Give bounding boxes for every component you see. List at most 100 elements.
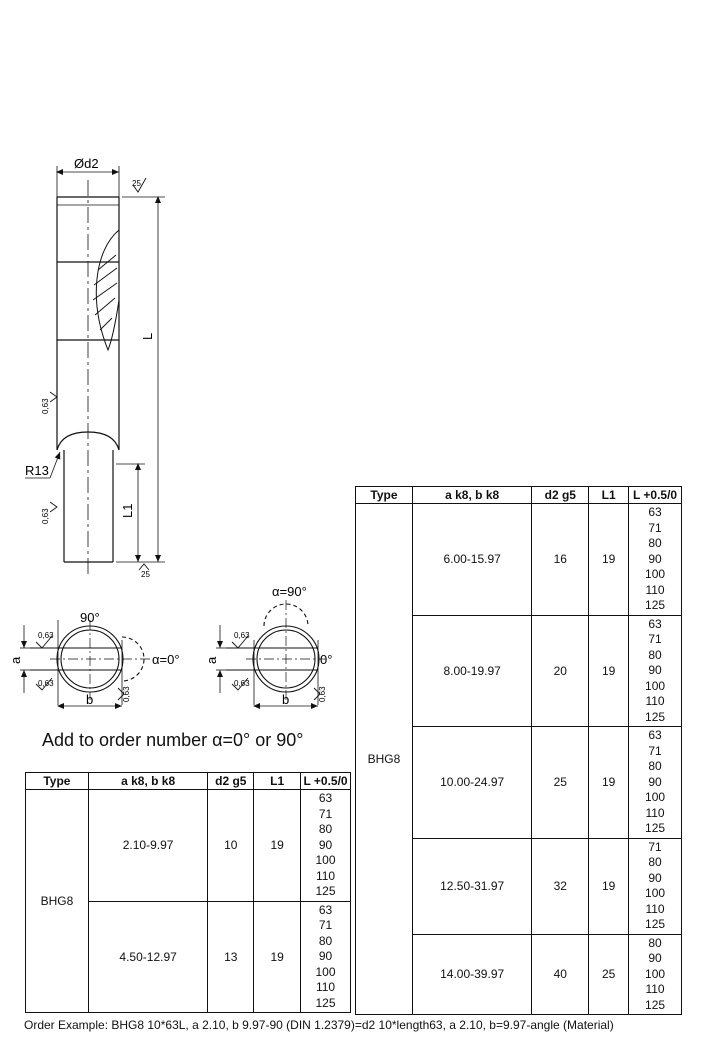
section-right-rough-3: 0,63: [318, 686, 327, 702]
section-left-rough-3: 0,63: [122, 686, 131, 702]
length-value: 110: [645, 805, 665, 820]
dimension-lines: [25, 166, 165, 563]
length-value: 71: [648, 632, 662, 646]
length-value: 80: [318, 822, 333, 836]
pin-side-view: [56, 180, 120, 575]
section-left-alpha-label: α=0°: [152, 652, 180, 667]
section-right-angle-label: α=90°: [272, 584, 307, 599]
length-value: 71: [318, 918, 333, 932]
table-header-row: Type a k8, b k8 d2 g5 L1 L +0.5/0: [355, 486, 682, 504]
length-value: 90: [318, 837, 333, 852]
length-value: 100: [645, 790, 666, 804]
length-value: 110: [645, 901, 665, 916]
section-left-rough-2: 0,63: [38, 679, 54, 688]
ab-cell: 4.50-12.97: [87, 900, 209, 1013]
ab-cell: 12.50-31.97: [411, 837, 533, 935]
dim-d2-label: Ød2: [74, 156, 99, 171]
d2-cell: 20: [531, 614, 590, 727]
header-l1: L1: [588, 486, 630, 504]
length-value: 110: [315, 980, 336, 994]
length-value: 110: [315, 868, 336, 883]
section-left-a-label: a: [8, 656, 23, 664]
length-value: 80: [648, 536, 662, 550]
ab-cell: 6.00-15.97: [411, 503, 533, 616]
section-view-alpha-90: [216, 600, 326, 709]
length-value: 63: [318, 902, 333, 917]
length-value: 80: [648, 935, 662, 950]
length-value: 71: [318, 806, 333, 821]
d2-cell: 16: [531, 503, 590, 616]
header-l: L +0.5/0: [300, 772, 351, 790]
roughness-bottom-label: 25: [141, 570, 150, 579]
length-value: 80: [318, 933, 333, 948]
length-value: 125: [315, 884, 336, 898]
length-value: 125: [645, 821, 666, 835]
ab-cell: 10.00-24.97: [411, 726, 533, 839]
l1-cell: 19: [253, 900, 302, 1013]
length-value: 90: [648, 663, 662, 677]
l1-cell: 19: [588, 614, 630, 727]
length-value: 125: [645, 709, 666, 724]
l1-cell: 19: [588, 726, 630, 839]
header-d2: d2 g5: [531, 486, 590, 504]
section-view-alpha-0: [20, 620, 150, 709]
add-to-order-note: Add to order number α=0° or 90°: [42, 730, 304, 750]
header-type: Type: [25, 772, 89, 790]
section-left-rough-1: 0,63: [38, 631, 54, 640]
length-value: 125: [645, 598, 666, 612]
length-value: 63: [648, 616, 662, 631]
technical-drawing: Ød2 L L1 R13 25 0,63 0,63 25 90° a b α=0…: [8, 156, 332, 709]
length-value: 80: [648, 759, 662, 773]
table-header-row: Type a k8, b k8 d2 g5 L1 L +0.5/0: [25, 772, 351, 790]
length-value: 90: [648, 870, 662, 885]
ab-cell: 8.00-19.97: [411, 614, 533, 727]
header-d2: d2 g5: [207, 772, 255, 790]
length-value: 80: [648, 647, 662, 662]
section-right-alpha-label: 0°: [320, 652, 332, 667]
length-value: 125: [645, 997, 666, 1012]
roughness-upper-label: 0,63: [41, 398, 50, 414]
section-left-b-label: b: [86, 692, 93, 707]
l1-cell: 19: [588, 503, 630, 616]
l1-cell: 19: [588, 837, 630, 935]
l1-cell: 25: [588, 933, 630, 1015]
length-value: 125: [645, 917, 666, 931]
ab-cell: 2.10-9.97: [87, 789, 209, 902]
length-value: 110: [645, 694, 665, 708]
length-value: 63: [318, 791, 333, 805]
length-value: 80: [648, 855, 662, 869]
roughness-top-label: 25: [132, 179, 141, 188]
length-value: 90: [318, 949, 333, 963]
dim-L-label: L: [140, 333, 155, 340]
header-type: Type: [355, 486, 413, 504]
d2-cell: 32: [531, 837, 590, 935]
roughness-lower-label: 0,63: [41, 508, 50, 524]
radius-label: R13: [25, 463, 49, 478]
length-value: 100: [645, 886, 666, 900]
header-ab: a k8, b k8: [411, 486, 533, 504]
type-cell: BHG8: [25, 789, 89, 1013]
section-left-angle-label: 90°: [80, 610, 100, 625]
section-right-rough-1: 0,63: [234, 631, 250, 640]
length-value: 100: [315, 853, 336, 867]
roughness-symbols: [49, 177, 150, 571]
length-value: 71: [648, 520, 662, 535]
type-cell: BHG8: [355, 503, 413, 1015]
length-value: 90: [648, 951, 662, 965]
length-value: 71: [648, 743, 662, 758]
ab-cell: 14.00-39.97: [411, 933, 533, 1015]
